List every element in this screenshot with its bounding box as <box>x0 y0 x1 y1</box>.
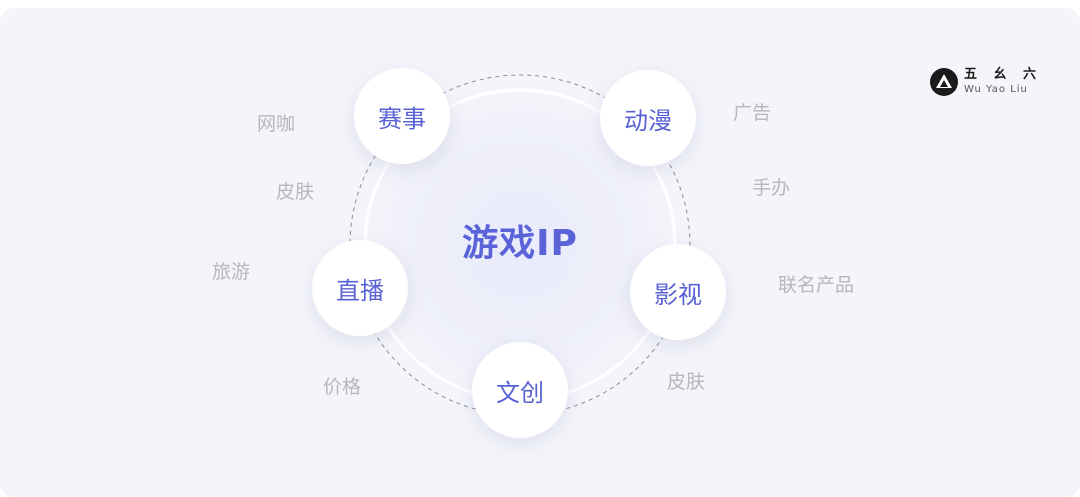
outer-label-guanggao: 广告 <box>733 102 772 124</box>
outer-label-pifu-left: 皮肤 <box>276 181 315 203</box>
outer-label-lianming: 联名产品 <box>778 274 855 296</box>
node-zhibo: 直播 <box>312 240 408 336</box>
center-title: 游戏IP <box>462 223 578 264</box>
node-saishi: 赛事 <box>354 68 450 164</box>
logo-name: 五 幺 六 <box>964 67 1043 82</box>
logo-subtitle: Wu Yao Liu <box>964 84 1028 95</box>
outer-label-wangka: 网咖 <box>257 113 296 135</box>
center-glow <box>350 75 690 415</box>
logo-mark-icon <box>930 68 958 96</box>
outer-label-jiage: 价格 <box>323 376 362 398</box>
outer-label-pifu-right: 皮肤 <box>667 371 706 393</box>
node-yingshi: 影视 <box>630 244 726 340</box>
node-dongman: 动漫 <box>600 70 696 166</box>
node-wenchuang: 文创 <box>472 342 568 438</box>
outer-label-shouban: 手办 <box>752 177 791 199</box>
outer-label-lvyou: 旅游 <box>212 261 251 283</box>
